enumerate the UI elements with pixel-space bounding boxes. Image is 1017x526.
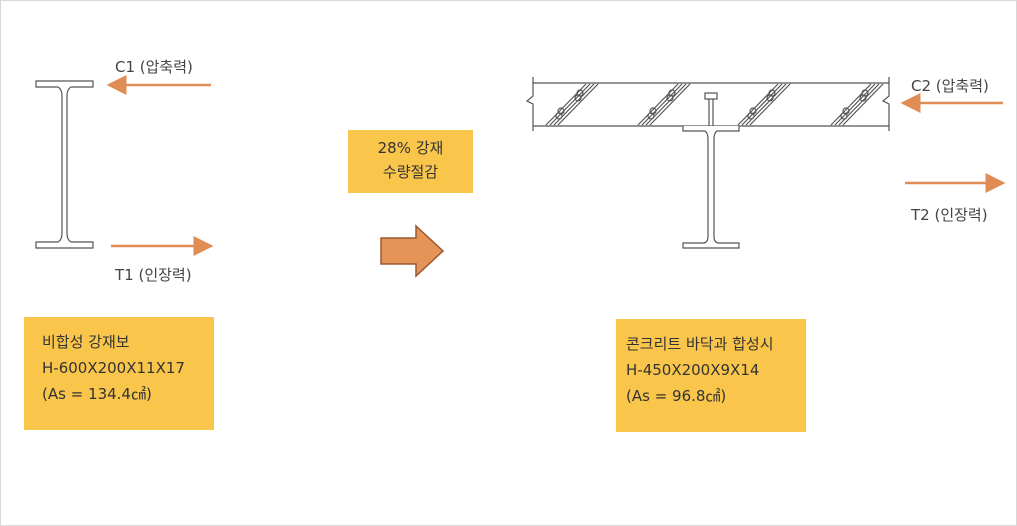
reduction-line-2: 수량절감: [382, 163, 439, 181]
right-info-box: 콘크리트 바닥과 합성시 H-450X200X9X14 (As = 96.8㎠): [616, 319, 806, 432]
right-info-area: (As = 96.8㎠): [626, 387, 727, 405]
left-info-title: 비합성 강재보: [42, 333, 130, 351]
right-arrow-icon: [380, 224, 445, 278]
c1-label: C1 (압축력): [115, 58, 193, 76]
reduction-line-1: 28% 강재: [377, 139, 444, 157]
right-info-title: 콘크리트 바닥과 합성시: [626, 335, 774, 353]
left-info-section: H-600X200X11X17: [42, 359, 185, 377]
left-h-beam: [35, 80, 94, 249]
left-info-box: 비합성 강재보 H-600X200X11X17 (As = 134.4㎠): [24, 317, 214, 430]
right-info-section: H-450X200X9X14: [626, 361, 760, 379]
t1-label: T1 (인장력): [115, 266, 192, 284]
concrete-slab: [525, 77, 890, 131]
c2-label: C2 (압축력): [911, 77, 989, 95]
reduction-box: 28% 강재 수량절감: [348, 130, 473, 193]
right-h-beam: [682, 126, 740, 249]
left-info-area: (As = 134.4㎠): [42, 385, 152, 403]
t2-label: T2 (인장력): [911, 206, 988, 224]
